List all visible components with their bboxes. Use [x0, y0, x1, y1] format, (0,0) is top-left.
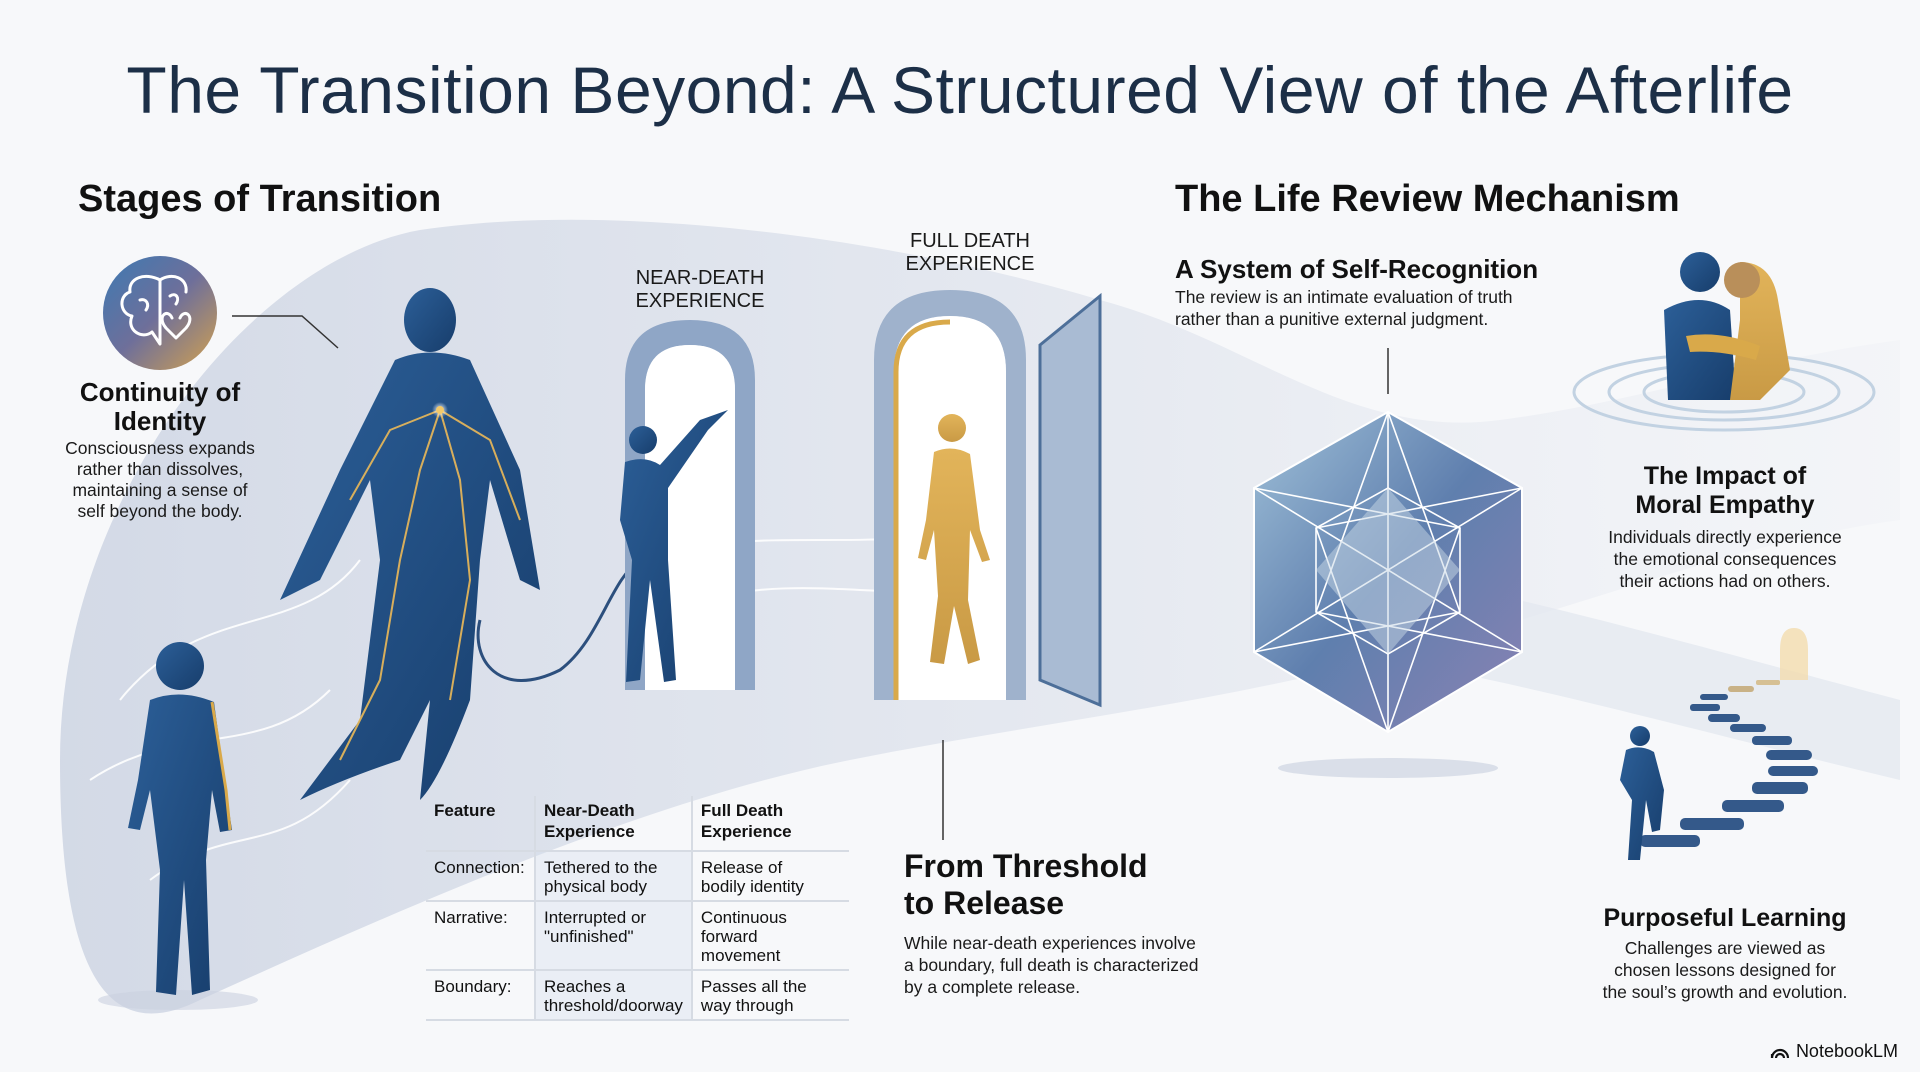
- full-death-label-line2: EXPERIENCE: [905, 253, 1035, 275]
- continuity-title-line2: Identity: [113, 406, 207, 436]
- table-cell-near: Interrupted or"unfinished": [534, 900, 692, 970]
- full-death-label: FULL DEATH EXPERIENCE: [880, 230, 1060, 276]
- purposeful-learning-block: Purposeful Learning Challenges are viewe…: [1570, 903, 1880, 1003]
- section-heading-stages: Stages of Transition: [78, 178, 442, 220]
- self-recognition-title: A System of Self-Recognition: [1175, 254, 1539, 284]
- continuity-body-line: maintaining a sense of: [72, 480, 248, 500]
- embracing-figures-illustration: [1572, 252, 1876, 432]
- continuity-of-identity-block: Continuity of Identity Consciousness exp…: [40, 378, 280, 522]
- self-recognition-body-line: The review is an intimate evaluation of …: [1175, 287, 1513, 307]
- self-recognition-body-line: rather than a punitive external judgment…: [1175, 309, 1489, 329]
- section-heading-life-review: The Life Review Mechanism: [1175, 178, 1680, 220]
- near-death-label-line1: NEAR-DEATH: [635, 267, 765, 289]
- threshold-title-line1: From Threshold: [904, 848, 1148, 884]
- purposeful-learning-body-line: the soul’s growth and evolution.: [1602, 982, 1848, 1002]
- moral-empathy-block: The Impact of Moral Empathy Individuals …: [1570, 462, 1880, 592]
- table-cell-feature: Narrative:: [426, 900, 535, 970]
- notebooklm-branding: NotebookLM: [1770, 1041, 1898, 1062]
- full-death-doorway-illustration: [874, 290, 1102, 708]
- table-cell-feature: Boundary:: [426, 969, 535, 1021]
- standing-figure-illustration: [98, 642, 258, 1010]
- moral-empathy-title-line2: Moral Empathy: [1635, 491, 1815, 519]
- purposeful-learning-title: Purposeful Learning: [1603, 904, 1847, 932]
- floating-figure-illustration: [280, 288, 641, 800]
- purposeful-learning-body-line: Challenges are viewed as: [1624, 938, 1826, 958]
- threshold-body-line: by a complete release.: [904, 977, 1081, 997]
- continuity-body-line: Consciousness expands: [65, 438, 255, 458]
- threshold-to-release-block: From Threshold to Release While near-dea…: [904, 848, 1244, 998]
- notebooklm-label: NotebookLM: [1795, 1041, 1898, 1061]
- moral-empathy-body-line: the emotional consequences: [1613, 549, 1837, 569]
- table-header-feature: Feature: [434, 801, 496, 820]
- continuity-title-line1: Continuity of: [79, 377, 241, 407]
- table-cell-feature: Connection:: [426, 850, 535, 901]
- purposeful-learning-body-line: chosen lessons designed for: [1614, 960, 1836, 980]
- moral-empathy-body-line: their actions had on others.: [1619, 571, 1831, 591]
- life-review-gem-illustration: [1253, 410, 1523, 778]
- moral-empathy-body-line: Individuals directly experience: [1608, 527, 1842, 547]
- table-row: Narrative: Interrupted or"unfinished" Co…: [426, 900, 849, 970]
- continuity-body-line: self beyond the body.: [77, 501, 243, 521]
- near-death-label: NEAR-DEATH EXPERIENCE: [610, 267, 790, 313]
- threshold-body-line: a boundary, full death is characterized: [904, 955, 1199, 975]
- notebooklm-logo-icon: [1770, 1048, 1790, 1058]
- near-death-arch-illustration: [620, 320, 755, 690]
- threshold-body-line: While near-death experiences involve: [904, 933, 1196, 953]
- connector-line: [232, 315, 339, 349]
- threshold-title-line2: to Release: [904, 885, 1065, 921]
- moral-empathy-title-line1: The Impact of: [1643, 462, 1807, 490]
- page-title: The Transition Beyond: A Structured View…: [126, 53, 1794, 127]
- self-recognition-block: A System of Self-Recognition The review …: [1175, 254, 1595, 330]
- stairway-illustration: [1620, 628, 1818, 860]
- brain-heart-icon: [103, 256, 217, 370]
- full-death-label-line1: FULL DEATH: [909, 230, 1031, 252]
- continuity-body-line: rather than dissolves,: [76, 459, 244, 479]
- near-death-label-line2: EXPERIENCE: [635, 290, 765, 312]
